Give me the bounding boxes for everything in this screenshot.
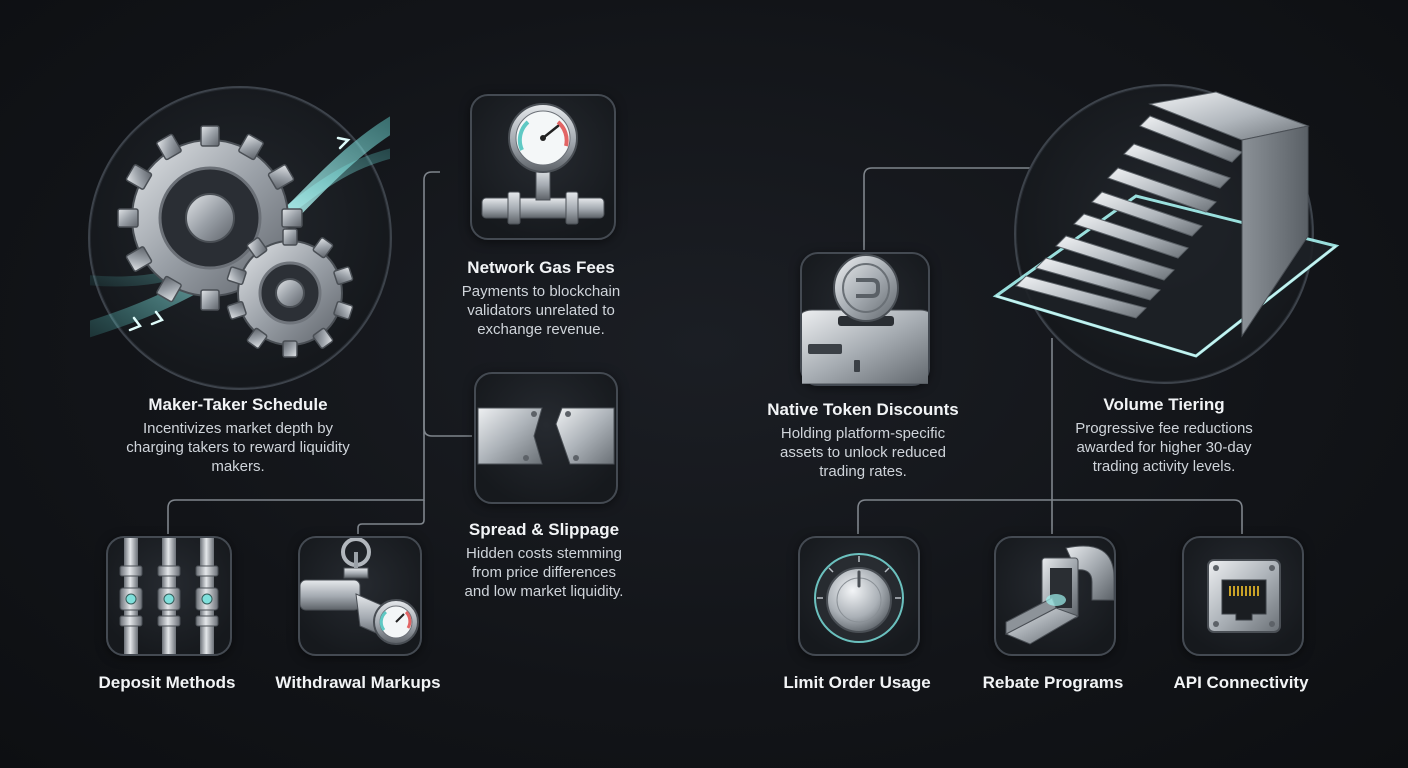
coin-slot-icon (802, 254, 928, 384)
gas-fees-tile (470, 94, 616, 240)
native-token-tile (800, 252, 930, 386)
deposit-tile (106, 536, 232, 656)
spread-title: Spread & Slippage (468, 520, 620, 539)
pipes-icon (119, 538, 219, 654)
volume-title: Volume Tiering (1103, 395, 1225, 414)
native-token-title: Native Token Discounts (767, 400, 959, 419)
api-title: API Connectivity (1173, 673, 1309, 692)
rebate-title: Rebate Programs (982, 673, 1124, 692)
staircase-icon (992, 91, 1340, 358)
maker-taker-desc: Incentivizes market depth by charging ta… (126, 420, 350, 475)
limit-order-tile (798, 536, 920, 656)
maker-taker-frame (88, 86, 392, 390)
withdrawal-tile (298, 536, 422, 656)
volume-desc: Progressive fee reductions awarded for h… (1075, 420, 1253, 475)
api-tile (1182, 536, 1304, 656)
gears-icon (90, 116, 390, 358)
spread-tile (474, 372, 618, 504)
maker-taker-title: Maker-Taker Schedule (148, 395, 328, 414)
rebate-tile (994, 536, 1116, 656)
return-chute-icon (1004, 545, 1114, 645)
valve-gauge-icon (300, 538, 419, 645)
gas-fees-desc: Payments to blockchain validators unrela… (461, 283, 621, 338)
pressure-gauge-icon (481, 103, 605, 225)
withdrawal-title: Withdrawal Markups (275, 673, 441, 692)
ethernet-port-icon (1207, 559, 1281, 633)
deposit-title: Deposit Methods (98, 673, 236, 692)
spread-desc: Hidden costs stemming from price differe… (464, 545, 624, 600)
volume-frame (992, 84, 1340, 384)
dial-knob-icon (814, 553, 904, 643)
native-token-desc: Holding platform-specific assets to unlo… (780, 425, 946, 480)
gas-fees-title: Network Gas Fees (467, 258, 615, 277)
gap-plates-icon (477, 407, 615, 465)
limit-order-title: Limit Order Usage (783, 673, 931, 692)
